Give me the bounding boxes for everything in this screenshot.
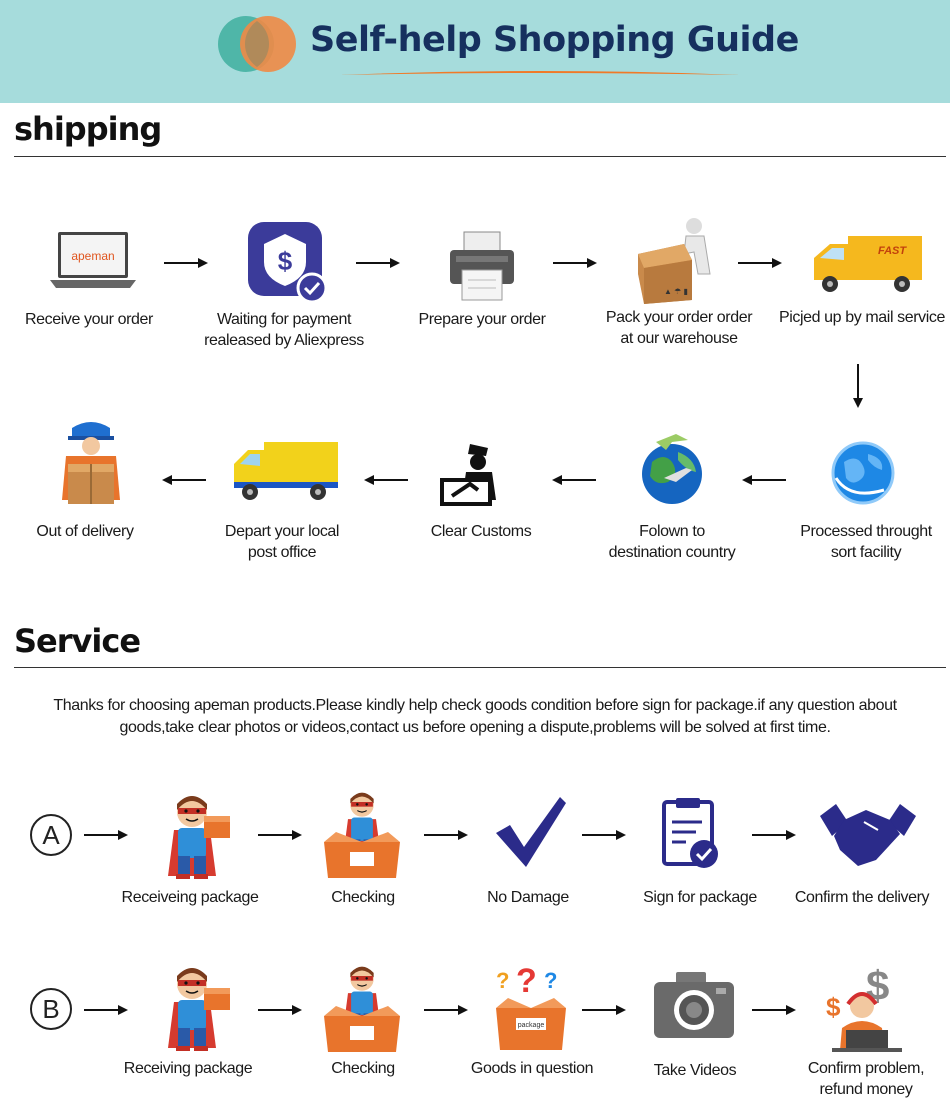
hero-package-icon (152, 962, 230, 1052)
header-banner: Self-help Shopping Guide (0, 0, 950, 103)
arrow-right (84, 1004, 128, 1016)
step-label: Receiving package (123, 1060, 253, 1077)
service-notice: Thanks for choosing apeman products.Plea… (53, 697, 897, 736)
printer-icon (450, 231, 514, 301)
svg-text:?: ? (544, 968, 557, 993)
divider (14, 667, 946, 668)
arrow-left (742, 474, 786, 486)
arrow-left (162, 474, 206, 486)
checkmark-icon (496, 797, 566, 867)
step-label: Prepare your order (418, 311, 546, 328)
arrow-down (853, 364, 863, 408)
earth-plane-icon (642, 434, 702, 504)
arrow-right (553, 257, 597, 269)
step-label: Checking (331, 1060, 395, 1077)
fast-truck-icon: FAST (814, 236, 922, 292)
step-label: Goods in question (470, 1060, 594, 1077)
divider (14, 156, 946, 157)
logo-icon (218, 16, 296, 72)
step-label: Sign for package (643, 889, 757, 906)
arrow-right (258, 1004, 302, 1016)
step-label: Waiting for payment realeased by Aliexpr… (204, 311, 364, 349)
step-label: Checking (331, 889, 395, 906)
step-label: Pack your order order at our warehouse (605, 309, 753, 347)
step-label: Receiveing package (121, 889, 259, 906)
brand-text: apeman (71, 249, 114, 263)
arrow-left (364, 474, 408, 486)
svg-text:?: ? (516, 962, 537, 1000)
laptop-icon: apeman (50, 232, 136, 288)
arrow-right (752, 829, 796, 841)
step-label: Receive your order (25, 311, 153, 328)
arrow-right (582, 1004, 626, 1016)
service-heading: Service (14, 622, 141, 660)
payment-shield-icon: $ (248, 222, 328, 304)
support-agent-icon: $ $ (826, 962, 902, 1052)
question-box-icon: ? ? ? package (496, 962, 566, 1050)
courier-icon (62, 422, 120, 504)
arrow-left (552, 474, 596, 486)
svg-text:▲ ☂ ▮: ▲ ☂ ▮ (664, 287, 688, 296)
package-worker-icon: ▲ ☂ ▮ (638, 218, 711, 304)
hero-package-icon (152, 790, 230, 880)
step-label: Take Videos (653, 1062, 737, 1079)
arrow-right (84, 829, 128, 841)
truck-label: FAST (878, 245, 907, 257)
arrow-right (582, 829, 626, 841)
shipping-heading: shipping (14, 110, 162, 148)
svg-text:?: ? (496, 968, 509, 993)
customs-officer-icon (440, 444, 496, 506)
arrow-right (258, 829, 302, 841)
step-label: Confirm problem, refund money (807, 1060, 925, 1098)
arrow-right (424, 1004, 468, 1016)
clipboard-check-icon (662, 798, 718, 868)
step-label: No Damage (487, 889, 569, 906)
arrow-right (356, 257, 400, 269)
step-label: Processed throught sort facility (800, 523, 932, 561)
title-underline (340, 71, 740, 75)
case-b-marker: B (30, 988, 72, 1030)
hero-box-icon (324, 962, 400, 1052)
page-title: Self-help Shopping Guide (310, 20, 799, 60)
arrow-right (752, 1004, 796, 1016)
step-label: Confirm the delivery (794, 889, 930, 906)
delivery-van-icon (234, 442, 338, 500)
case-a-marker: A (30, 814, 72, 856)
handshake-icon (820, 804, 916, 866)
camera-icon (654, 972, 734, 1038)
arrow-right (164, 257, 208, 269)
globe-icon (831, 441, 895, 505)
box-label: package (518, 1022, 545, 1029)
hero-box-icon (324, 788, 400, 878)
step-label: Depart your local post office (224, 523, 340, 561)
step-label: Picjed up by mail service (778, 309, 946, 326)
step-label: Clear Customs (430, 523, 532, 540)
arrow-right (738, 257, 782, 269)
svg-text:$: $ (278, 246, 293, 276)
step-label: Out of delivery (36, 523, 134, 540)
arrow-right (424, 829, 468, 841)
step-label: Folown to destination country (608, 523, 736, 561)
svg-text:$: $ (826, 992, 841, 1022)
